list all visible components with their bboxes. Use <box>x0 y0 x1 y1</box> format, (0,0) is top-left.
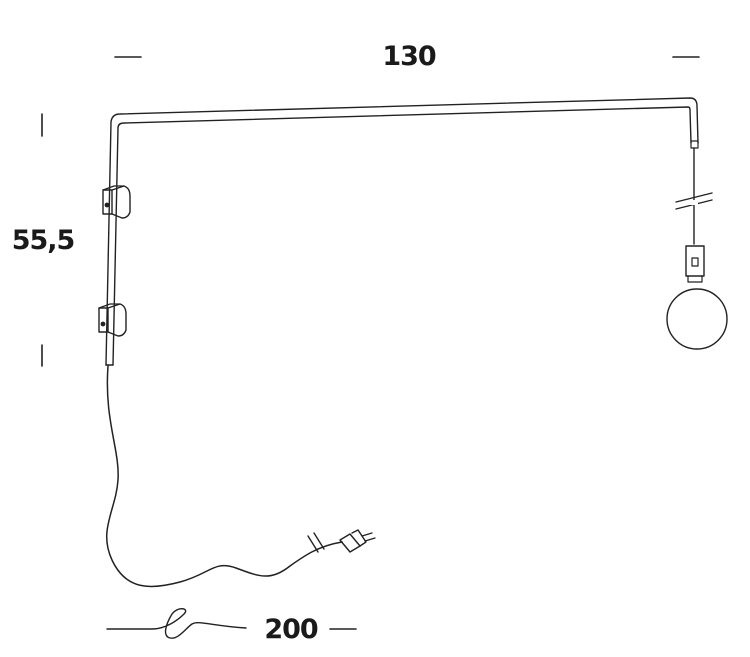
width-dimension: 130 <box>114 41 700 72</box>
pendant-cord <box>675 147 713 245</box>
width-label: 130 <box>382 41 436 72</box>
power-cable <box>105 365 343 588</box>
cable-length-dimension: 200 <box>106 608 357 645</box>
lamp-arm <box>105 97 699 366</box>
height-dimension: 55,5 <box>12 113 75 367</box>
light-bulb-icon <box>666 288 728 350</box>
wall-bracket-top <box>102 185 131 219</box>
bulb-socket <box>685 245 705 283</box>
wall-bracket-bottom <box>98 303 127 337</box>
cable-length-label: 200 <box>264 614 318 645</box>
height-label: 55,5 <box>12 225 75 256</box>
screw-icon <box>100 321 106 327</box>
plug-icon <box>339 529 376 553</box>
screw-icon <box>104 202 110 208</box>
